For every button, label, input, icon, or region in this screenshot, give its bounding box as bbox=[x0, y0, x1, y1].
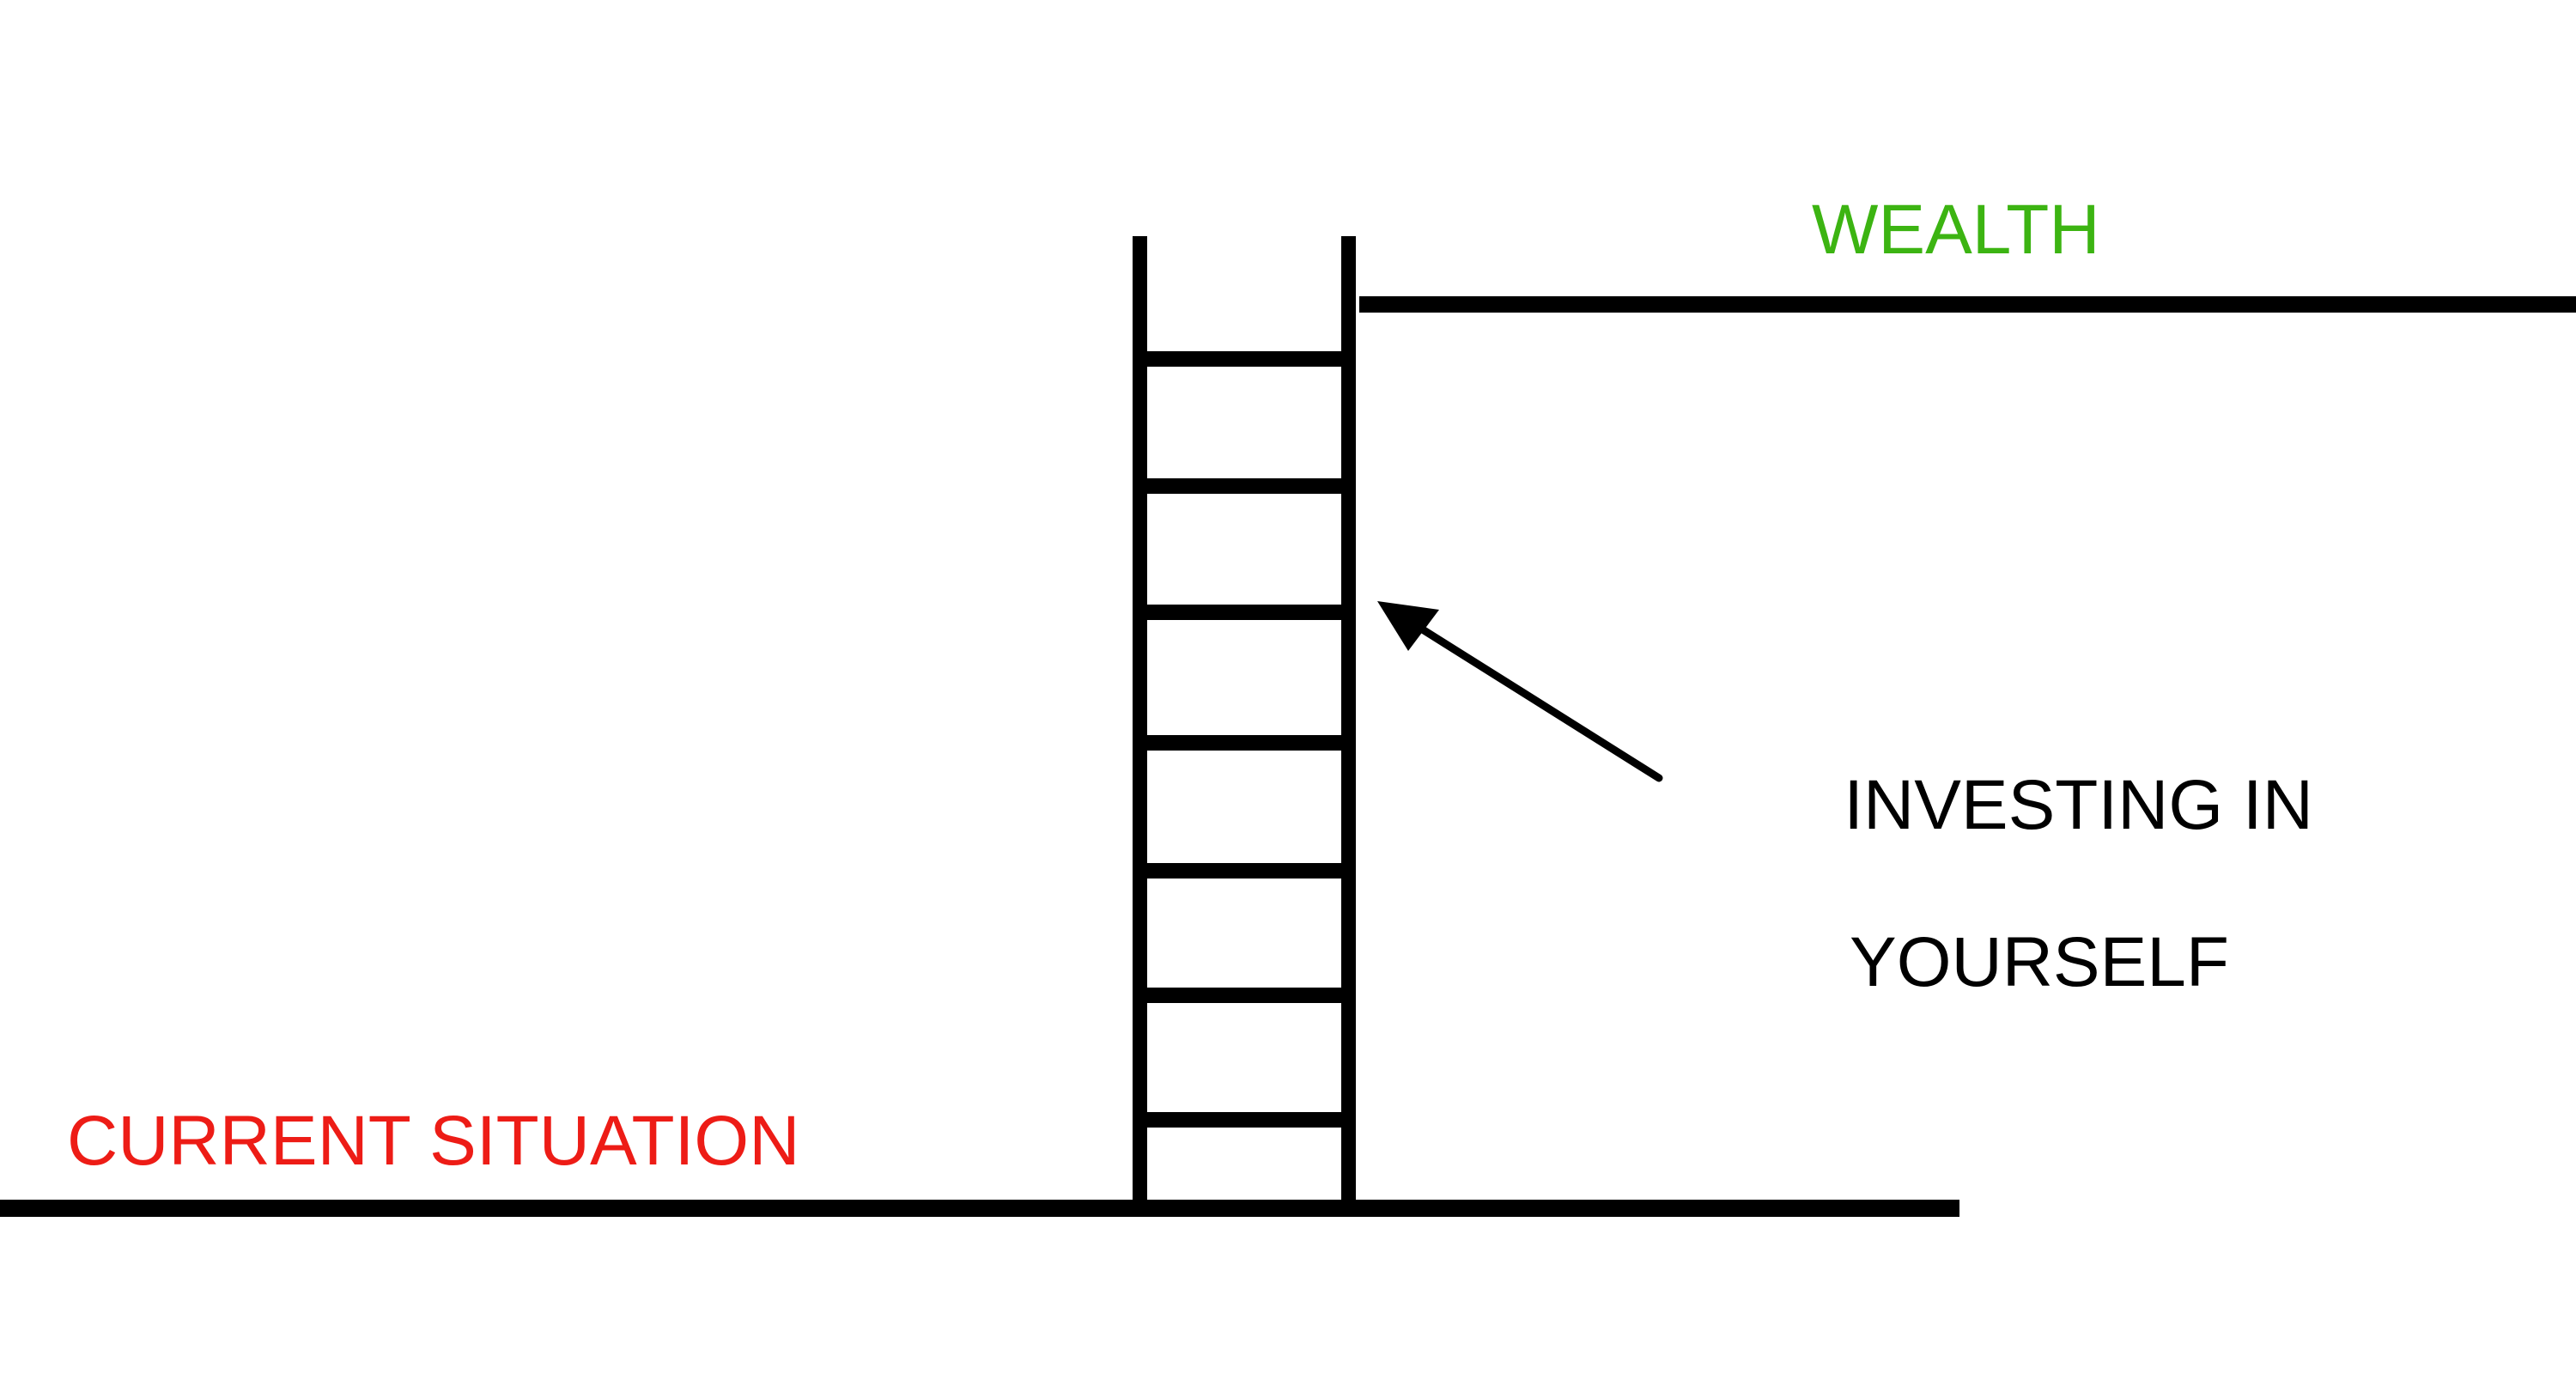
wealth-baseline bbox=[1359, 296, 2576, 313]
ladder-rung bbox=[1133, 351, 1356, 367]
ladder bbox=[1133, 236, 1356, 1217]
ladder-rung bbox=[1133, 863, 1356, 879]
ground-baseline bbox=[0, 1200, 1959, 1217]
ladder-rung bbox=[1133, 1112, 1356, 1128]
investing-callout-line1: INVESTING IN bbox=[1844, 765, 2313, 844]
ladder-rung bbox=[1133, 735, 1356, 751]
ladder-rung bbox=[1133, 605, 1356, 620]
ladder-rung bbox=[1133, 478, 1356, 494]
callout-arrow-icon bbox=[1377, 601, 1663, 782]
investing-callout-label: INVESTING IN YOURSELF bbox=[1713, 687, 2366, 1160]
ladder-left-rail bbox=[1133, 236, 1147, 1217]
current-situation-label: CURRENT SITUATION bbox=[67, 1102, 800, 1180]
investing-callout-line2: YOURSELF bbox=[1850, 923, 2229, 1002]
ladder-rung bbox=[1133, 988, 1356, 1003]
ladder-right-rail bbox=[1341, 236, 1356, 1217]
wealth-label: WEALTH bbox=[1812, 191, 2100, 269]
